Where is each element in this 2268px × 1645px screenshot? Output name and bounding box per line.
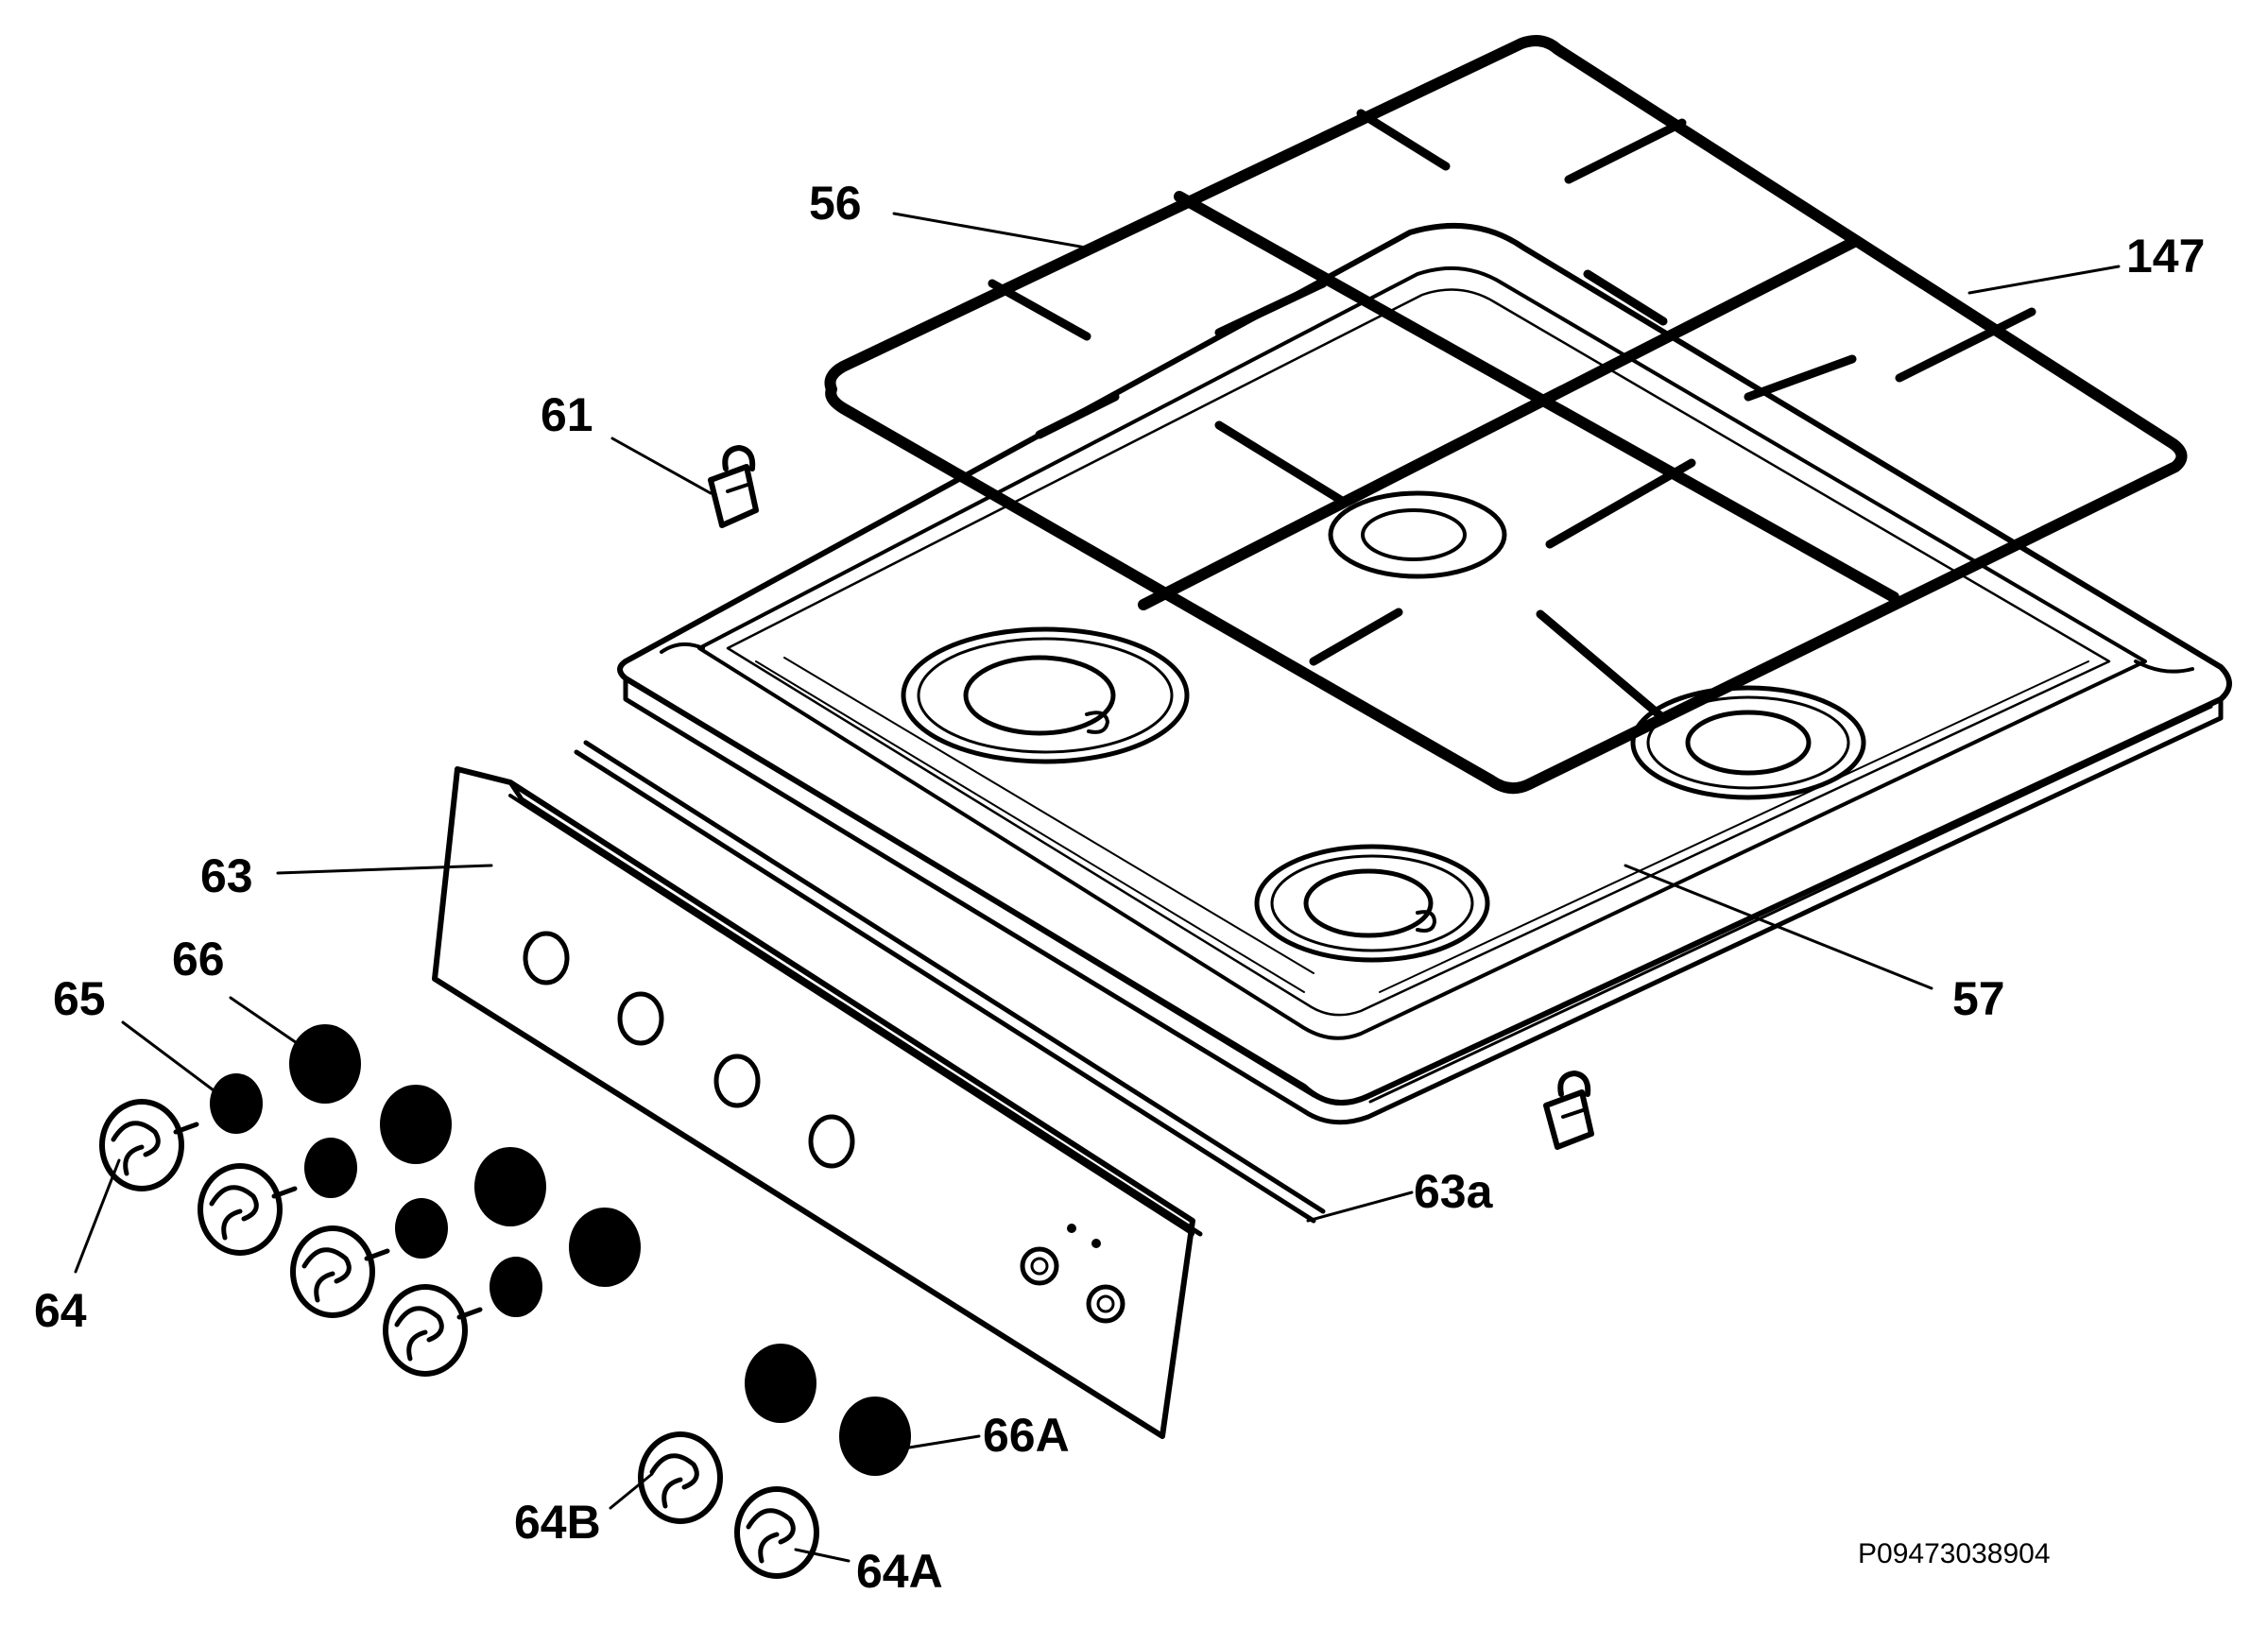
label-64: 64 bbox=[34, 1284, 87, 1337]
label-147: 147 bbox=[2126, 230, 2205, 283]
fixing-clip-61-b bbox=[1543, 1071, 1594, 1150]
label-64b: 64B bbox=[514, 1496, 601, 1549]
label-63: 63 bbox=[200, 849, 253, 902]
pan-support-56 bbox=[824, 35, 2188, 795]
label-56: 56 bbox=[809, 177, 862, 230]
burner-rapid bbox=[901, 626, 1190, 764]
burner-auxiliary bbox=[1254, 844, 1490, 963]
burner-semi-rapid-right bbox=[1630, 685, 1866, 800]
hob-top-57 bbox=[617, 222, 2232, 1125]
seal-strip-63a bbox=[574, 740, 1326, 1224]
label-66a: 66A bbox=[983, 1409, 1070, 1462]
burner-semi-rapid-rear bbox=[1328, 490, 1507, 579]
springs-65 bbox=[210, 1073, 542, 1317]
fixing-clip-61 bbox=[708, 445, 759, 528]
label-61: 61 bbox=[541, 388, 593, 441]
part-labels: 56 147 61 57 63 63a 66 65 64 66A 64B 64A… bbox=[34, 177, 2205, 1598]
drawing-code: P09473038904 bbox=[1858, 1538, 2051, 1569]
label-57: 57 bbox=[1952, 972, 2005, 1025]
knobs-64 bbox=[99, 1099, 819, 1579]
knob-64a bbox=[734, 1486, 819, 1579]
label-65: 65 bbox=[53, 972, 106, 1025]
label-64a: 64A bbox=[856, 1545, 943, 1598]
knob-64b bbox=[638, 1431, 723, 1524]
knob-bezels-66 bbox=[289, 1024, 911, 1476]
control-panel-63 bbox=[432, 766, 1203, 1439]
leader-lines bbox=[74, 212, 2121, 1563]
label-66: 66 bbox=[172, 933, 225, 985]
label-63a: 63a bbox=[1414, 1165, 1494, 1218]
